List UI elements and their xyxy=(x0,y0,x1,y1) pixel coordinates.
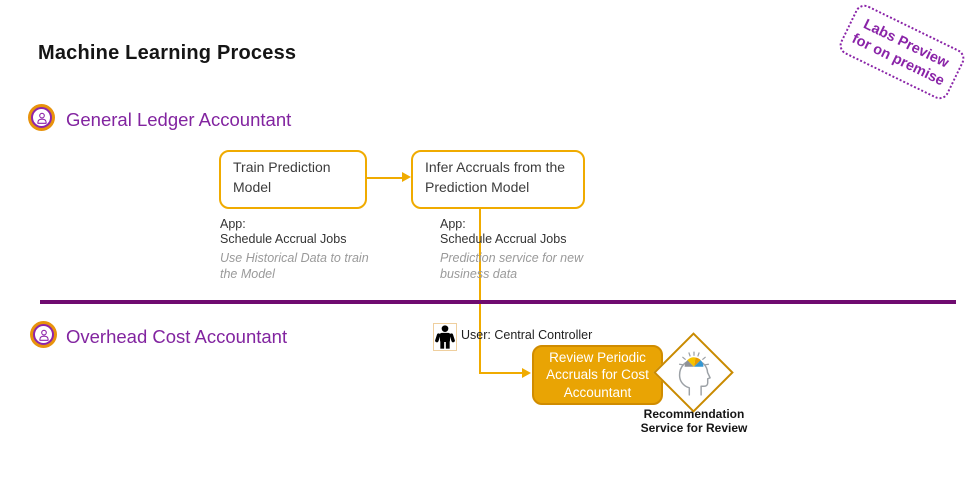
labs-preview-stamp: Labs Preview for on premise xyxy=(836,1,968,103)
recommendation-caption: Recommendation Service for Review xyxy=(640,407,748,435)
app-annotation-infer: App: Schedule Accrual Jobs xyxy=(440,217,600,247)
connector-infer-down xyxy=(479,209,481,374)
persona-icon xyxy=(30,321,57,348)
task-review-periodic-accruals: Review Periodic Accruals for Cost Accoun… xyxy=(532,345,663,405)
person-glyph-icon xyxy=(38,329,49,341)
connector-train-to-infer xyxy=(366,177,404,179)
lane-label-general-ledger-accountant: General Ledger Accountant xyxy=(66,109,292,130)
app-name: Schedule Accrual Jobs xyxy=(220,232,347,246)
persona-icon-inner xyxy=(33,324,54,345)
persona-icon xyxy=(28,104,55,131)
connector-to-review xyxy=(479,372,523,374)
user-label: User: Central Controller xyxy=(461,328,593,342)
user-icon xyxy=(433,323,457,351)
page-title: Machine Learning Process xyxy=(38,42,297,64)
task-train-prediction-model: Train Prediction Model xyxy=(219,150,367,209)
persona-icon-inner xyxy=(31,107,52,128)
person-glyph-icon xyxy=(36,112,47,124)
arrowhead-icon xyxy=(522,368,531,378)
note-infer: Prediction service for new business data xyxy=(440,251,584,281)
lane-label-overhead-cost-accountant: Overhead Cost Accountant xyxy=(66,326,288,347)
app-title: App: xyxy=(220,217,246,231)
person-silhouette-icon xyxy=(435,325,455,349)
lane-divider xyxy=(40,300,956,304)
note-train: Use Historical Data to train the Model xyxy=(220,251,369,281)
arrowhead-icon xyxy=(402,172,411,182)
app-title: App: xyxy=(440,217,466,231)
task-infer-accruals: Infer Accruals from the Prediction Model xyxy=(411,150,585,209)
app-annotation-train: App: Schedule Accrual Jobs xyxy=(220,217,380,247)
app-name: Schedule Accrual Jobs xyxy=(440,232,567,246)
recommendation-service-icon xyxy=(673,350,715,396)
